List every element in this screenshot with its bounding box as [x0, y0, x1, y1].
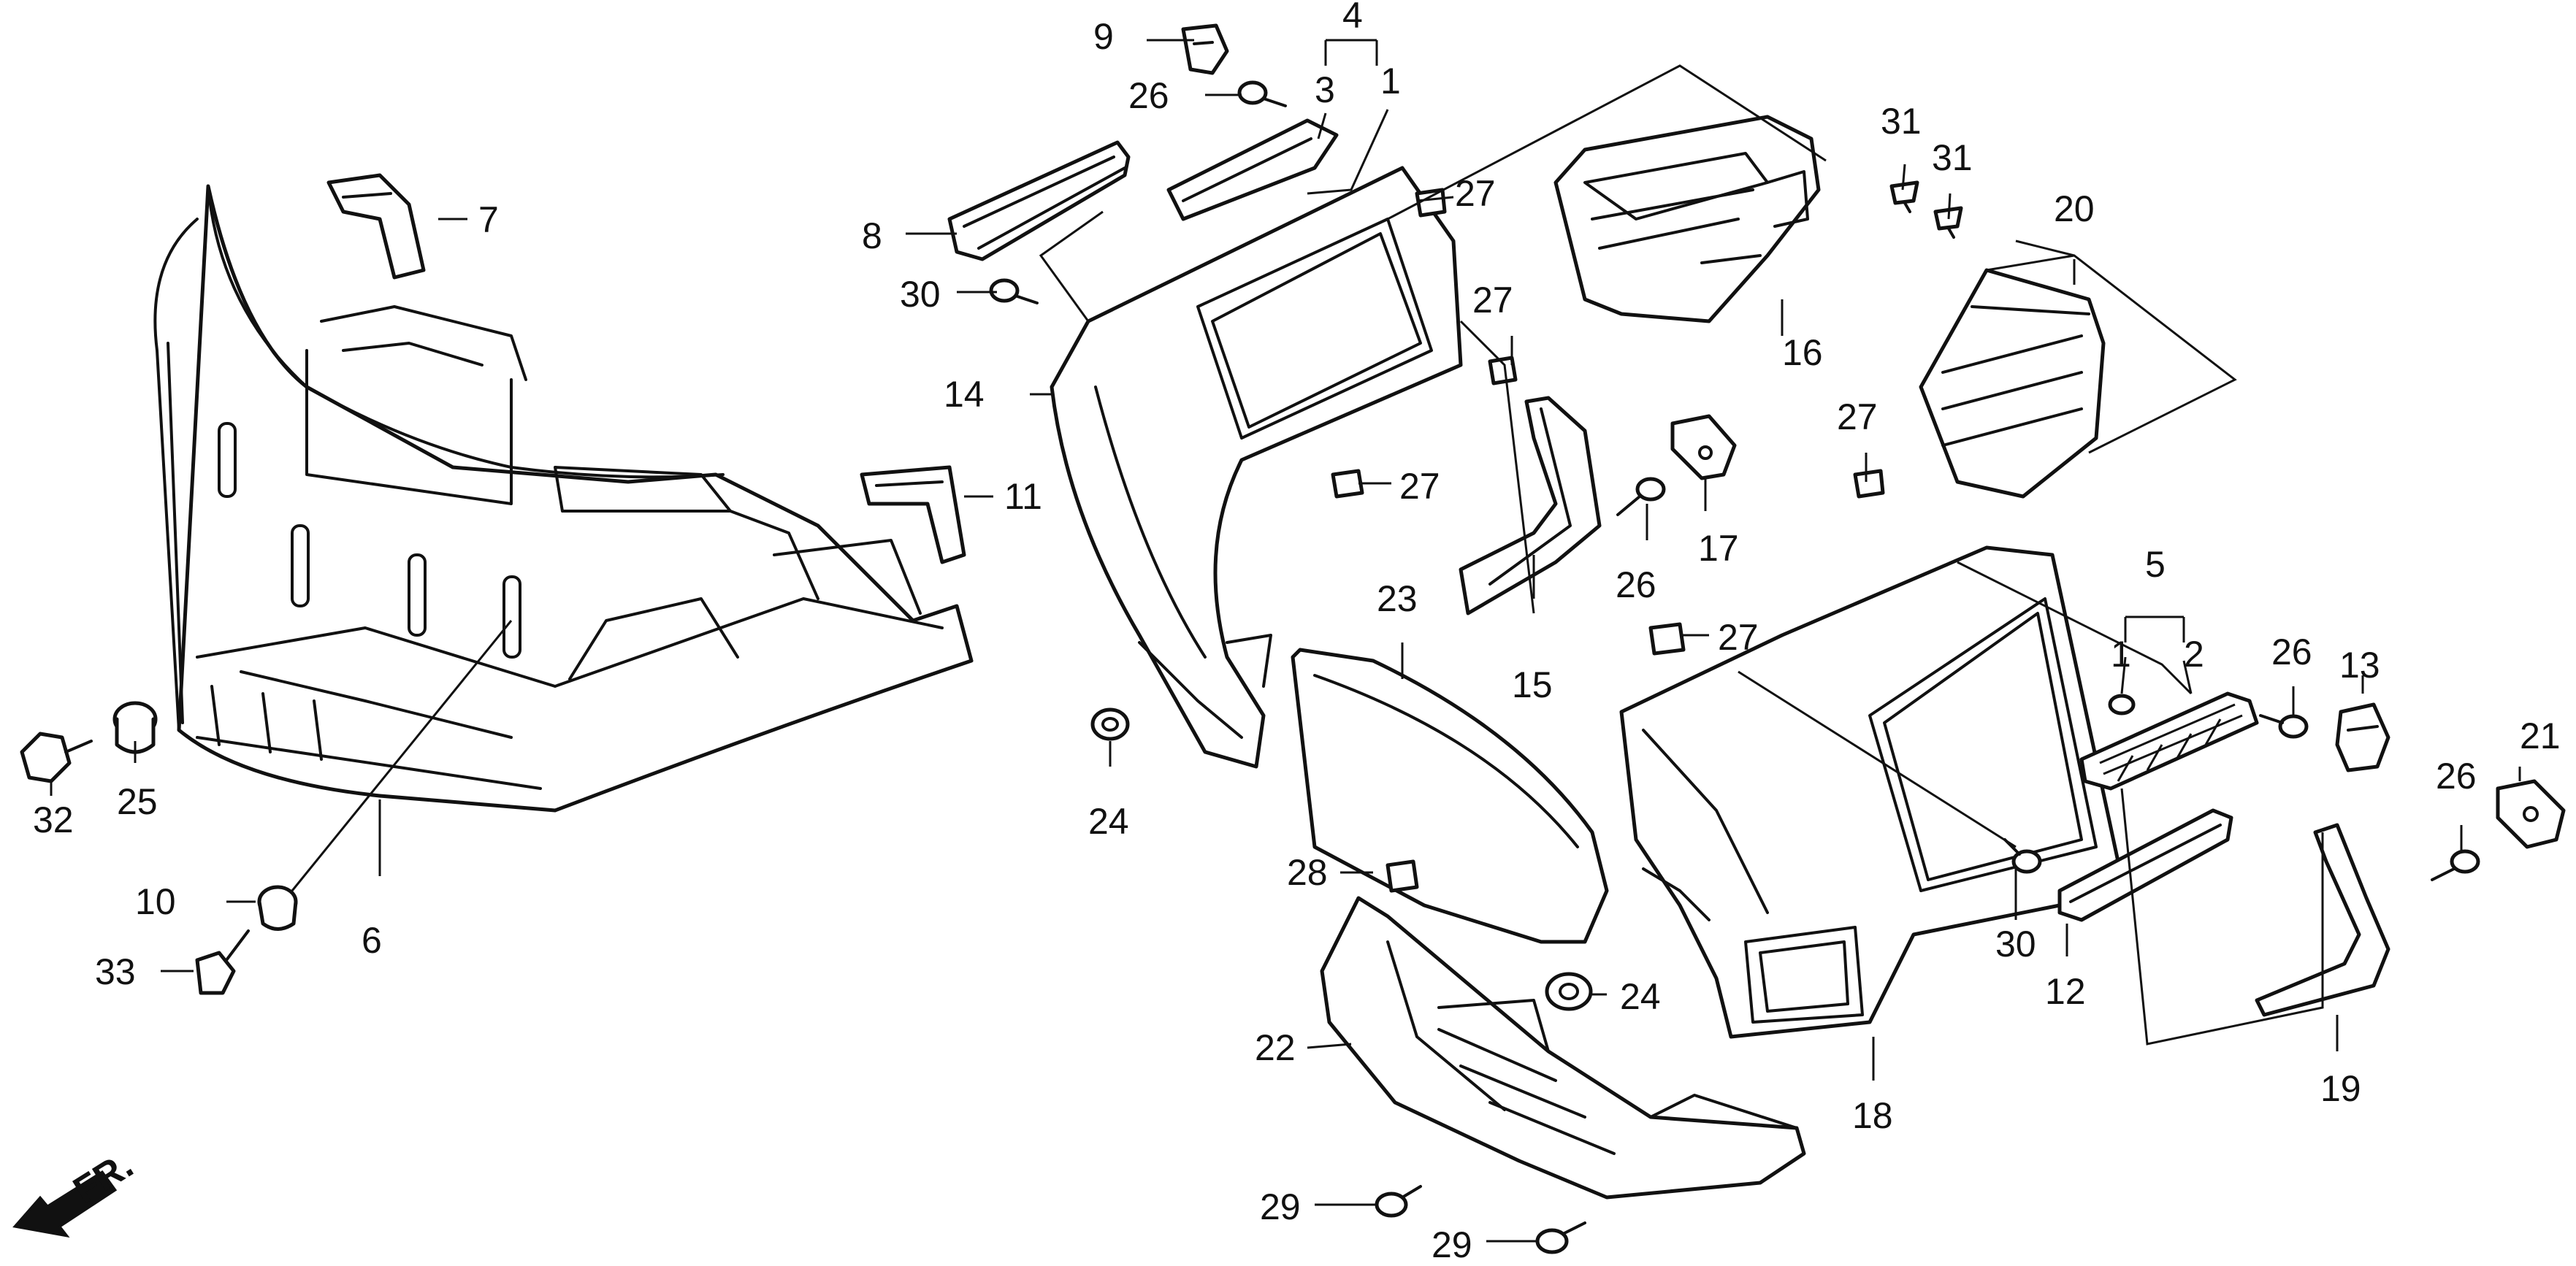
front-direction-arrow-icon: FR. [12, 1144, 140, 1238]
part-18-right-panel [1619, 545, 2120, 1039]
part-11-bracket [860, 465, 966, 564]
label-16: 16 [1782, 332, 1823, 373]
label-2: 2 [2184, 634, 2204, 675]
label-27-c: 27 [1399, 466, 1440, 507]
label-26-right: 26 [2271, 632, 2312, 672]
part-31-screws [1889, 180, 1963, 239]
part-29-screws [1375, 1185, 1586, 1254]
label-6: 6 [362, 920, 382, 961]
part-30-screw-right [2003, 838, 2042, 874]
part-26-screw-far-right [2431, 849, 2480, 881]
label-24-right: 24 [1620, 976, 1661, 1017]
label-11: 11 [1004, 476, 1042, 517]
part-16-duct [1553, 115, 1821, 323]
label-22: 22 [1255, 1027, 1296, 1068]
label-5: 5 [2145, 544, 2166, 585]
part-24-grommets [1090, 707, 1593, 1011]
part-10-collar [257, 885, 298, 931]
label-33: 33 [95, 951, 136, 992]
label-29-a: 29 [1260, 1186, 1301, 1227]
label-27-e: 27 [1718, 617, 1759, 658]
part-17-bracket [1670, 414, 1737, 480]
label-31-b: 31 [1932, 137, 1973, 178]
part-32-bolt [20, 732, 93, 783]
label-26-far-right: 26 [2436, 756, 2477, 797]
part-25-collar [112, 701, 158, 754]
label-26-mid: 26 [1616, 564, 1656, 605]
label-15: 15 [1512, 664, 1553, 705]
label-27-a: 27 [1455, 173, 1496, 214]
part-12-garnish [2057, 808, 2233, 922]
part-27-clips [1331, 188, 1885, 656]
label-4: 4 [1342, 0, 1363, 36]
part-19-trim [2255, 823, 2390, 1017]
part-21-bracket [2496, 779, 2566, 849]
part-28-clip [1386, 859, 1419, 893]
label-10: 10 [135, 881, 176, 922]
part-2-vent [2079, 691, 2259, 791]
part-8-garnish [947, 140, 1131, 261]
part-26-screw-top [1237, 80, 1287, 107]
label-8: 8 [862, 215, 882, 256]
label-14: 14 [944, 374, 985, 415]
label-31-a: 31 [1881, 101, 1922, 142]
part-7-bracket [326, 173, 426, 280]
part-30-screw-top [989, 278, 1039, 304]
part-20-side-duct [1919, 268, 2106, 499]
label-27-d: 27 [1837, 396, 1878, 437]
label-12: 12 [2045, 971, 2086, 1012]
part-9-clip [1181, 23, 1229, 75]
label-32: 32 [33, 799, 74, 840]
part-3-garnish [1166, 118, 1339, 221]
label-19: 19 [2320, 1068, 2361, 1109]
label-18: 18 [1852, 1095, 1893, 1136]
label-21: 21 [2520, 716, 2561, 756]
part-22-under-cover [1320, 896, 1806, 1200]
label-27-b: 27 [1472, 280, 1513, 321]
part-13-clip [2335, 702, 2390, 772]
part-1-clip [2108, 694, 2136, 716]
label-7: 7 [478, 199, 499, 240]
label-29-b: 29 [1432, 1224, 1472, 1265]
part-26-screw-mid [1616, 477, 1666, 516]
label-30-left: 30 [900, 274, 941, 315]
leader-lines [50, 39, 2521, 1243]
label-9: 9 [1093, 16, 1114, 57]
part-number-labels: 9 26 4 3 1 8 30 14 27 27 27 27 27 16 31 … [33, 0, 2561, 1265]
label-1-top: 1 [1380, 61, 1401, 101]
label-26-top: 26 [1128, 75, 1169, 116]
part-14-inner-panel [1050, 166, 1463, 769]
label-17: 17 [1698, 528, 1739, 569]
label-20: 20 [2054, 188, 2095, 229]
label-23: 23 [1377, 578, 1418, 619]
part-33-bolt [195, 929, 250, 995]
label-24-left: 24 [1088, 801, 1129, 842]
label-25: 25 [117, 781, 158, 822]
label-30-right: 30 [1995, 924, 2036, 964]
label-28: 28 [1287, 852, 1328, 893]
part-26-screw-right [2259, 714, 2309, 739]
label-13: 13 [2339, 645, 2380, 686]
part-6-lower-cowl [153, 184, 974, 813]
part-23-cover [1291, 648, 1609, 944]
part-15-trim [1459, 396, 1602, 615]
label-3: 3 [1315, 69, 1335, 110]
label-1-right: 1 [2111, 634, 2131, 675]
